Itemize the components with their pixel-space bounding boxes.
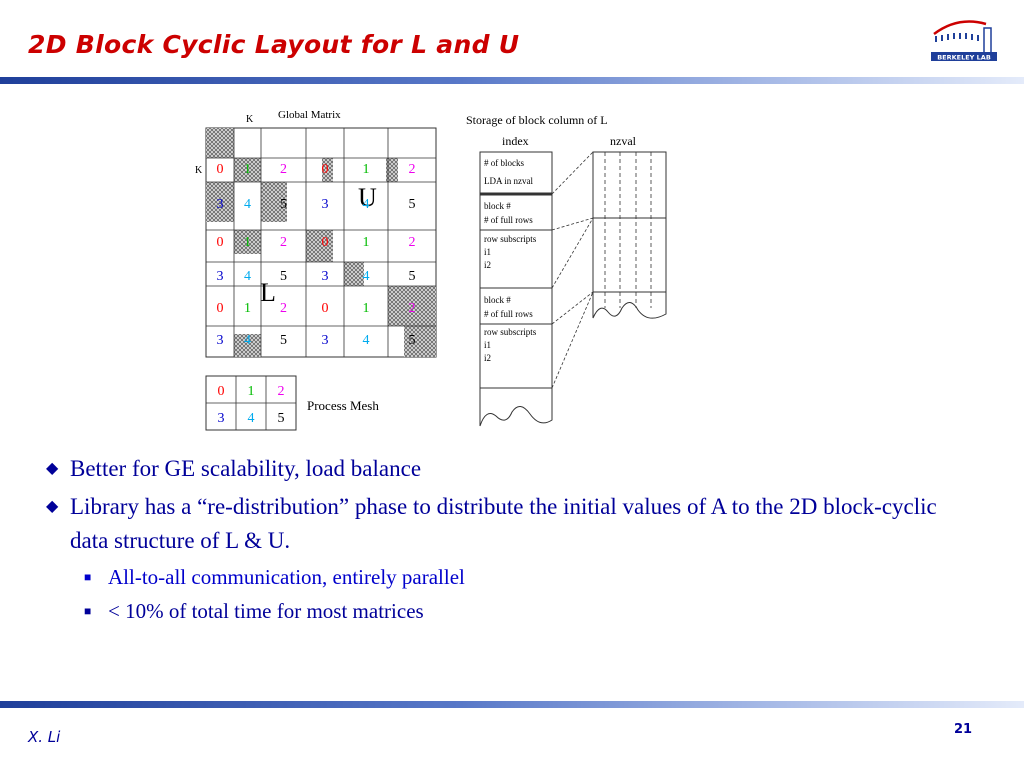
matrix-cell-number: 0 <box>217 235 224 250</box>
matrix-cell-number: 1 <box>244 301 251 316</box>
matrix-cell-number: 1 <box>363 235 370 250</box>
subbullet-item: ■ < 10% of total time for most matrices <box>46 596 976 626</box>
process-mesh-label: Process Mesh <box>307 398 379 413</box>
matrix-cell-number: 0 <box>217 162 224 177</box>
nzval-array <box>592 151 667 319</box>
matrix-cell-number: 2 <box>409 235 416 250</box>
footer-author: X. Li <box>28 728 61 746</box>
square-bullet-icon: ■ <box>84 604 92 618</box>
subbullet-text: < 10% of total time for most matrices <box>108 599 424 623</box>
index-i2-2: i2 <box>484 353 491 363</box>
bullet-item: ◆ Better for GE scalability, load balanc… <box>46 452 976 486</box>
page-number: 21 <box>954 722 973 737</box>
index-num-blocks: # of blocks <box>484 158 524 168</box>
matrix-cell-number: 0 <box>322 235 329 250</box>
global-matrix-grid <box>205 127 437 358</box>
matrix-cell-number: 3 <box>217 197 224 212</box>
matrix-cell-number: 4 <box>244 197 251 212</box>
process-mesh-cell-number: 0 <box>218 384 225 399</box>
diamond-bullet-icon: ◆ <box>46 460 59 477</box>
process-mesh-cell-number: 3 <box>218 411 225 426</box>
matrix-cell-number: 0 <box>322 162 329 177</box>
matrix-cell-number: 1 <box>244 235 251 250</box>
matrix-cell-number: 5 <box>409 197 416 212</box>
square-bullet-icon: ■ <box>84 570 92 584</box>
u-label: U <box>358 183 377 212</box>
matrix-cell-number: 0 <box>217 301 224 316</box>
matrix-cell-number: 5 <box>280 333 287 348</box>
process-mesh-grid <box>205 375 297 431</box>
diamond-bullet-icon: ◆ <box>46 498 59 515</box>
bullet-item: ◆ Library has a “re-distribution” phase … <box>46 490 976 558</box>
matrix-cell-number: 2 <box>409 301 416 316</box>
matrix-cell-number: 4 <box>363 197 370 212</box>
matrix-cell-number: 5 <box>280 197 287 212</box>
index-i2-1: i2 <box>484 260 491 270</box>
title-divider-bar <box>0 77 1024 84</box>
slide-title: 2D Block Cyclic Layout for L and U <box>28 30 520 59</box>
matrix-cell-number: 2 <box>280 235 287 250</box>
index-block-num-1: block # <box>484 201 511 211</box>
matrix-cell-number: 3 <box>217 333 224 348</box>
nzval-label: nzval <box>610 134 637 148</box>
k-label-top: K <box>246 114 254 125</box>
global-matrix-label: Global Matrix <box>278 109 341 121</box>
index-row-subscripts-2: row subscripts <box>484 327 537 337</box>
matrix-cell-number: 5 <box>280 269 287 284</box>
matrix-cell-number: 1 <box>363 162 370 177</box>
block-cyclic-figure: Global Matrix K K <box>195 109 667 431</box>
matrix-cell-number: 1 <box>244 162 251 177</box>
subbullet-text: All-to-all communication, entirely paral… <box>108 565 465 589</box>
bullet-text: Library has a “re-distribution” phase to… <box>70 494 937 553</box>
storage-label: Storage of block column of L <box>466 113 608 127</box>
matrix-cell-number: 4 <box>363 333 370 348</box>
matrix-cell-number: 3 <box>217 269 224 284</box>
process-mesh-cell-number: 1 <box>248 384 255 399</box>
matrix-cell-number: 5 <box>409 333 416 348</box>
l-label: L <box>260 278 276 307</box>
process-mesh-cell-number: 5 <box>278 411 285 426</box>
matrix-cell-number: 4 <box>244 333 251 348</box>
k-label-left: K <box>195 165 203 176</box>
process-mesh-cell-number: 4 <box>248 411 255 426</box>
index-label: index <box>502 134 529 148</box>
storage-connector-lines <box>551 151 594 389</box>
bullet-text: Better for GE scalability, load balance <box>70 456 422 481</box>
index-block-num-2: block # <box>484 295 511 305</box>
logo-text: BERKELEY LAB <box>937 54 991 62</box>
index-i1-1: i1 <box>484 247 491 257</box>
matrix-cell-number: 0 <box>322 301 329 316</box>
index-full-rows-2: # of full rows <box>484 309 533 319</box>
matrix-cell-number: 3 <box>322 269 329 284</box>
matrix-cell-number: 4 <box>363 269 370 284</box>
berkeley-lab-logo: BERKELEY LAB <box>931 20 997 62</box>
index-full-rows-1: # of full rows <box>484 215 533 225</box>
matrix-cell-number: 2 <box>409 162 416 177</box>
matrix-cell-number: 1 <box>363 301 370 316</box>
matrix-cell-number: 2 <box>280 162 287 177</box>
matrix-cell-number: 5 <box>409 269 416 284</box>
matrix-cell-number: 2 <box>280 301 287 316</box>
index-row-subscripts-1: row subscripts <box>484 234 537 244</box>
index-i1-2: i1 <box>484 340 491 350</box>
matrix-cell-number: 4 <box>244 269 251 284</box>
matrix-cell-number: 3 <box>322 333 329 348</box>
bullet-list: ◆ Better for GE scalability, load balanc… <box>46 452 976 630</box>
footer-divider-bar <box>0 701 1024 708</box>
matrix-cell-number: 3 <box>322 197 329 212</box>
process-mesh-cell-number: 2 <box>278 384 285 399</box>
index-lda: LDA in nzval <box>484 176 533 186</box>
subbullet-item: ■ All-to-all communication, entirely par… <box>46 562 976 592</box>
index-array <box>479 151 553 427</box>
